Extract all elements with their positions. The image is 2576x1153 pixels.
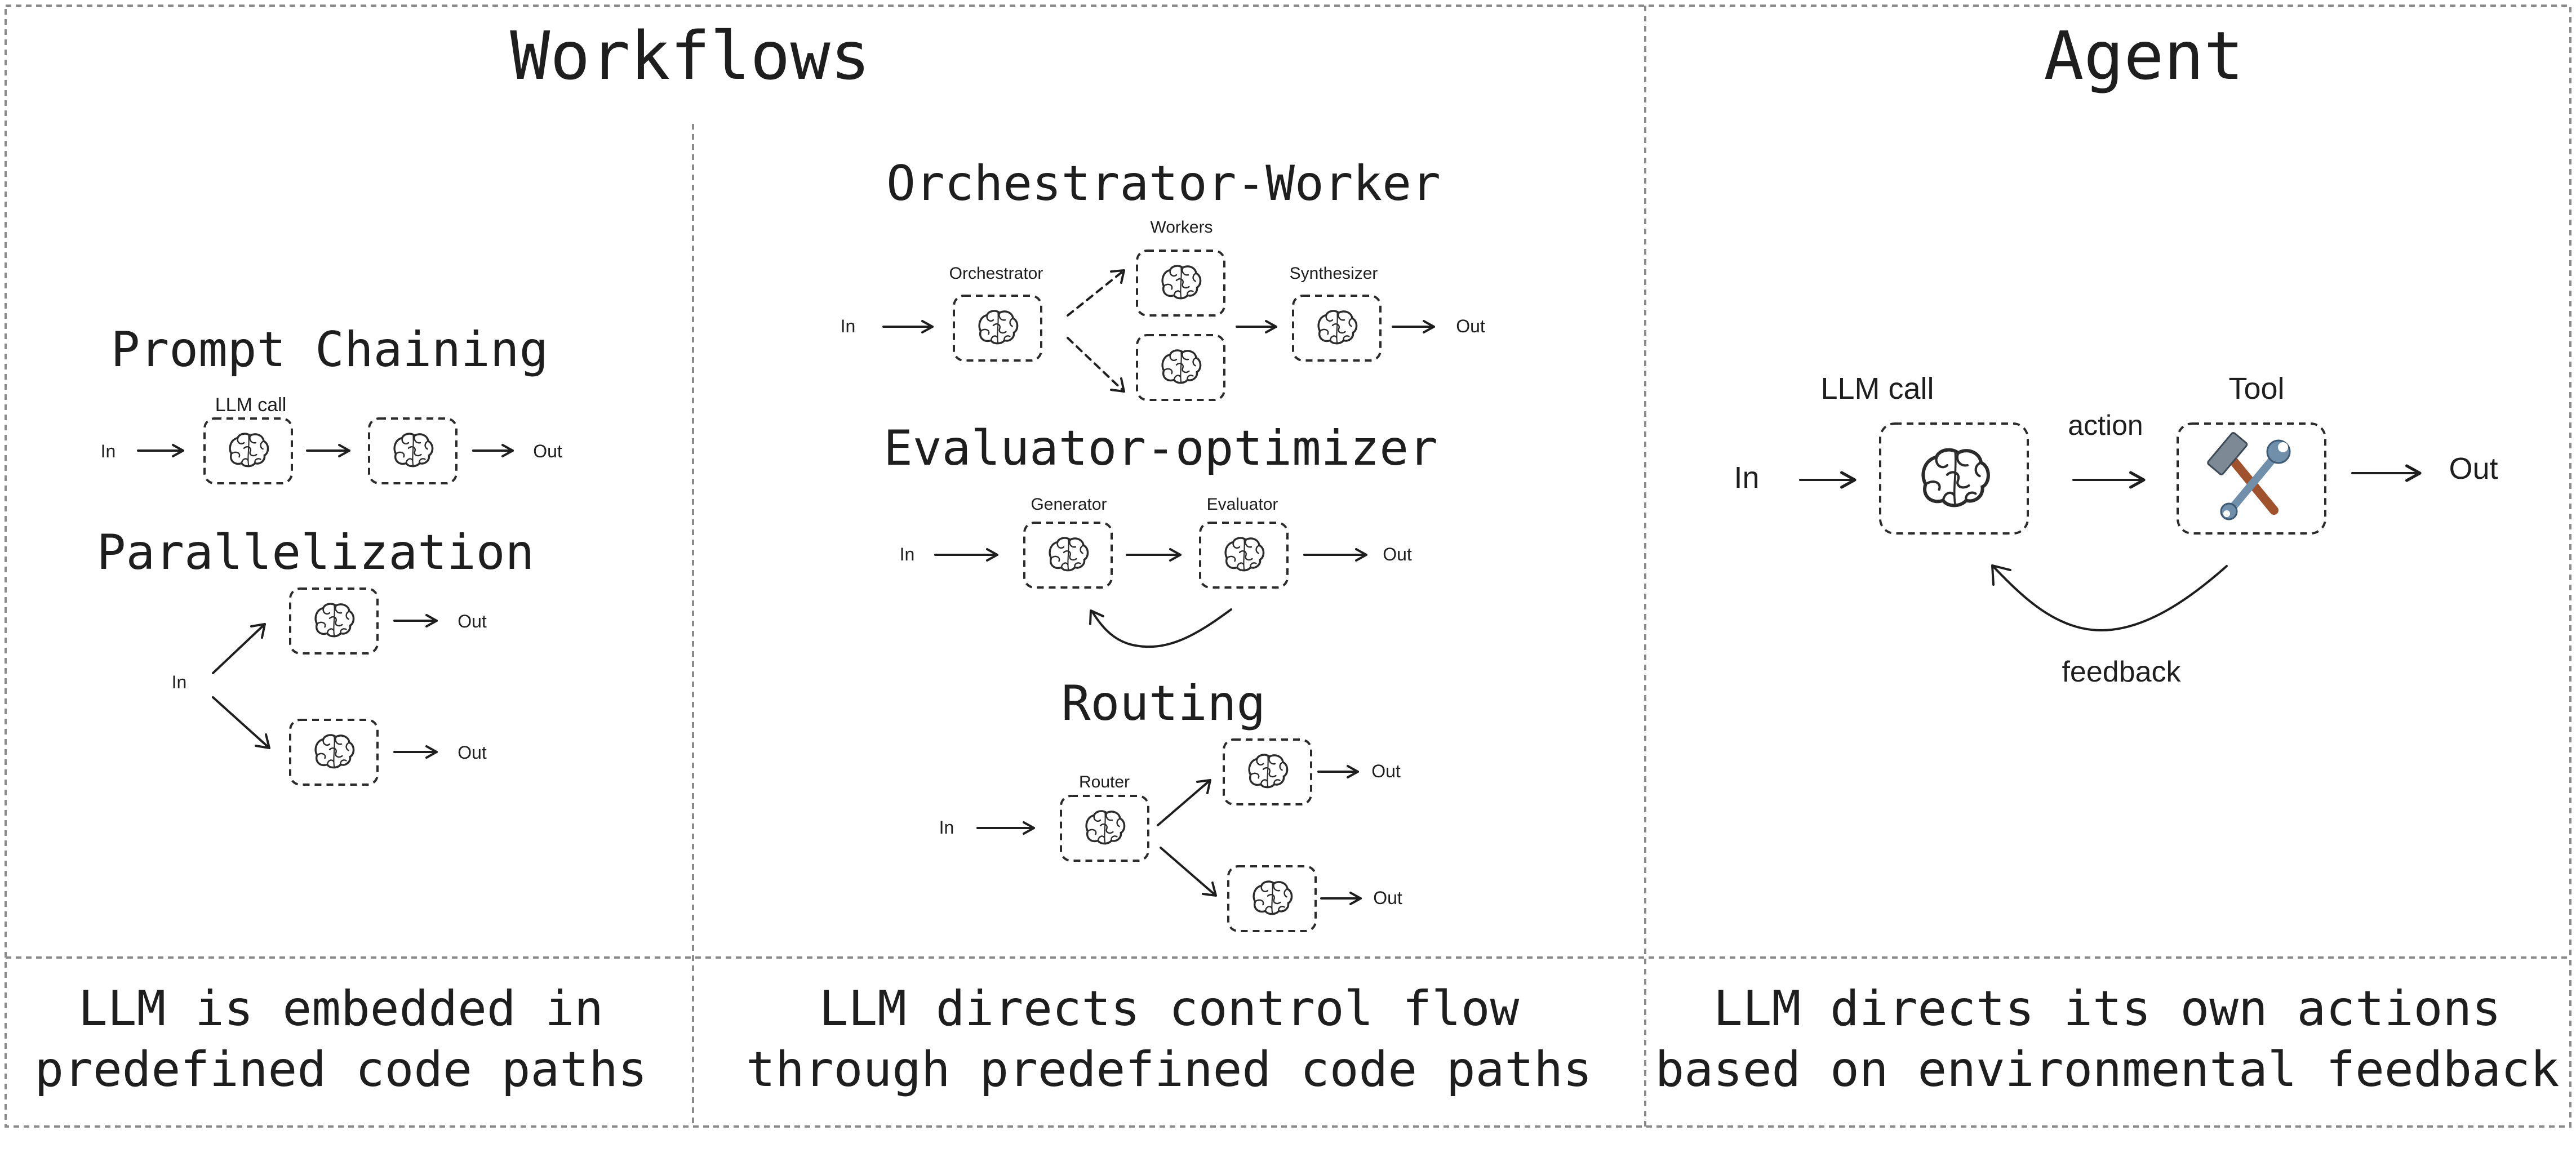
arrow — [976, 821, 1035, 835]
brain-icon — [1161, 349, 1202, 384]
hammer-wrench-icon — [2207, 431, 2291, 520]
arrow — [1236, 320, 1277, 333]
brain-icon — [1085, 810, 1126, 845]
synthesizer-label: Synthesizer — [1290, 264, 1378, 283]
prompt-chaining-title: Prompt Chaining — [111, 322, 549, 378]
brain-icon — [314, 603, 355, 638]
parallelization-in: In — [172, 672, 187, 692]
arrow — [1799, 473, 1855, 487]
caption-col1-line2: predefined code paths — [34, 1041, 647, 1098]
feedback-loop-arrow — [1991, 564, 2228, 631]
llm-call-label: LLM call — [215, 394, 287, 416]
agent-header: Agent — [2044, 17, 2244, 95]
orchestrator-label: Orchestrator — [949, 264, 1043, 283]
action-label: action — [2068, 409, 2143, 441]
evaluator-optimizer-section: Evaluator-optimizer Generator Evaluator … — [883, 420, 1438, 648]
routing-title: Routing — [1062, 675, 1265, 732]
tool-label: Tool — [2228, 372, 2284, 406]
routing-section: Routing Router In Out Out — [939, 675, 1402, 932]
arrow — [882, 320, 934, 333]
arrow — [1126, 548, 1182, 562]
routing-out-bottom: Out — [1373, 888, 1402, 908]
dashed-arrow — [1067, 269, 1125, 317]
workers-label: Workers — [1150, 218, 1213, 237]
arrow — [393, 614, 438, 627]
orchestrator-worker-title: Orchestrator-Worker — [886, 155, 1441, 212]
prompt-chaining-section: Prompt Chaining LLM call In Out — [101, 322, 562, 484]
agent-in: In — [1734, 461, 1759, 495]
caption-col1-line1: LLM is embedded in — [78, 981, 603, 1037]
evaluator-optimizer-title: Evaluator-optimizer — [883, 420, 1438, 477]
parallelization-section: Parallelization In Out Out — [97, 524, 535, 786]
brain-icon — [978, 310, 1019, 345]
arrow — [306, 444, 350, 457]
brain-icon — [1248, 754, 1289, 789]
orchestrator-worker-out: Out — [1456, 316, 1485, 336]
generator-label: Generator — [1031, 495, 1107, 514]
arrow — [212, 623, 266, 674]
arrow — [934, 548, 998, 562]
brain-icon — [393, 433, 434, 468]
dashed-arrow — [1067, 337, 1125, 393]
captions-row: LLM is embedded in predefined code paths… — [34, 981, 2559, 1098]
brain-icon — [1317, 310, 1358, 345]
orchestrator-worker-section: Orchestrator-Worker Workers Orchestrator… — [841, 155, 1485, 401]
brain-icon — [1224, 537, 1265, 572]
parallelization-out-top: Out — [458, 611, 487, 631]
caption-col2-line2: through predefined code paths — [746, 1041, 1592, 1098]
evaluator-label: Evaluator — [1207, 495, 1278, 514]
diagram-frame — [5, 5, 2571, 1128]
caption-col3-line2: based on environmental feedback — [1655, 1041, 2559, 1098]
routing-out-top: Out — [1371, 761, 1401, 781]
evaluator-optimizer-out: Out — [1383, 544, 1412, 564]
arrow — [1320, 892, 1362, 905]
feedback-label: feedback — [2062, 656, 2181, 688]
brain-icon — [1923, 450, 1988, 506]
outer-border — [5, 5, 2571, 1128]
agent-section: LLM call action Tool In — [1734, 372, 2498, 688]
brain-icon — [1161, 265, 1202, 300]
workflows-header: Workflows — [510, 17, 870, 95]
arrow — [1317, 765, 1359, 778]
brain-icon — [229, 433, 269, 468]
arrow — [1392, 320, 1435, 333]
arrow — [1303, 548, 1367, 562]
caption-col3-line1: LLM directs its own actions — [1713, 981, 2501, 1037]
arrow — [137, 444, 184, 457]
arrow — [393, 745, 438, 759]
router-label: Router — [1079, 773, 1130, 791]
agent-tool-node — [2177, 422, 2326, 535]
arrow — [1157, 779, 1211, 826]
arrow — [212, 696, 270, 749]
agent-llm-call-label: LLM call — [1820, 372, 1934, 406]
brain-icon — [1253, 880, 1293, 915]
brain-icon — [1049, 537, 1089, 572]
orchestrator-worker-in: In — [841, 316, 856, 336]
arrow — [472, 444, 514, 457]
arrow — [2072, 473, 2144, 487]
evaluator-optimizer-in: In — [900, 544, 915, 564]
arrow — [1160, 847, 1217, 897]
brain-icon — [314, 734, 355, 769]
agent-llm-node — [1879, 422, 2029, 535]
parallelization-out-bottom: Out — [458, 742, 487, 763]
prompt-chaining-out: Out — [533, 441, 562, 461]
feedback-loop-arrow — [1089, 608, 1232, 648]
arrow — [2351, 466, 2420, 480]
parallelization-title: Parallelization — [97, 524, 535, 581]
agent-out: Out — [2449, 452, 2498, 486]
routing-in: In — [939, 817, 954, 838]
caption-col2-line1: LLM directs control flow — [819, 981, 1520, 1037]
prompt-chaining-in: In — [101, 441, 116, 461]
